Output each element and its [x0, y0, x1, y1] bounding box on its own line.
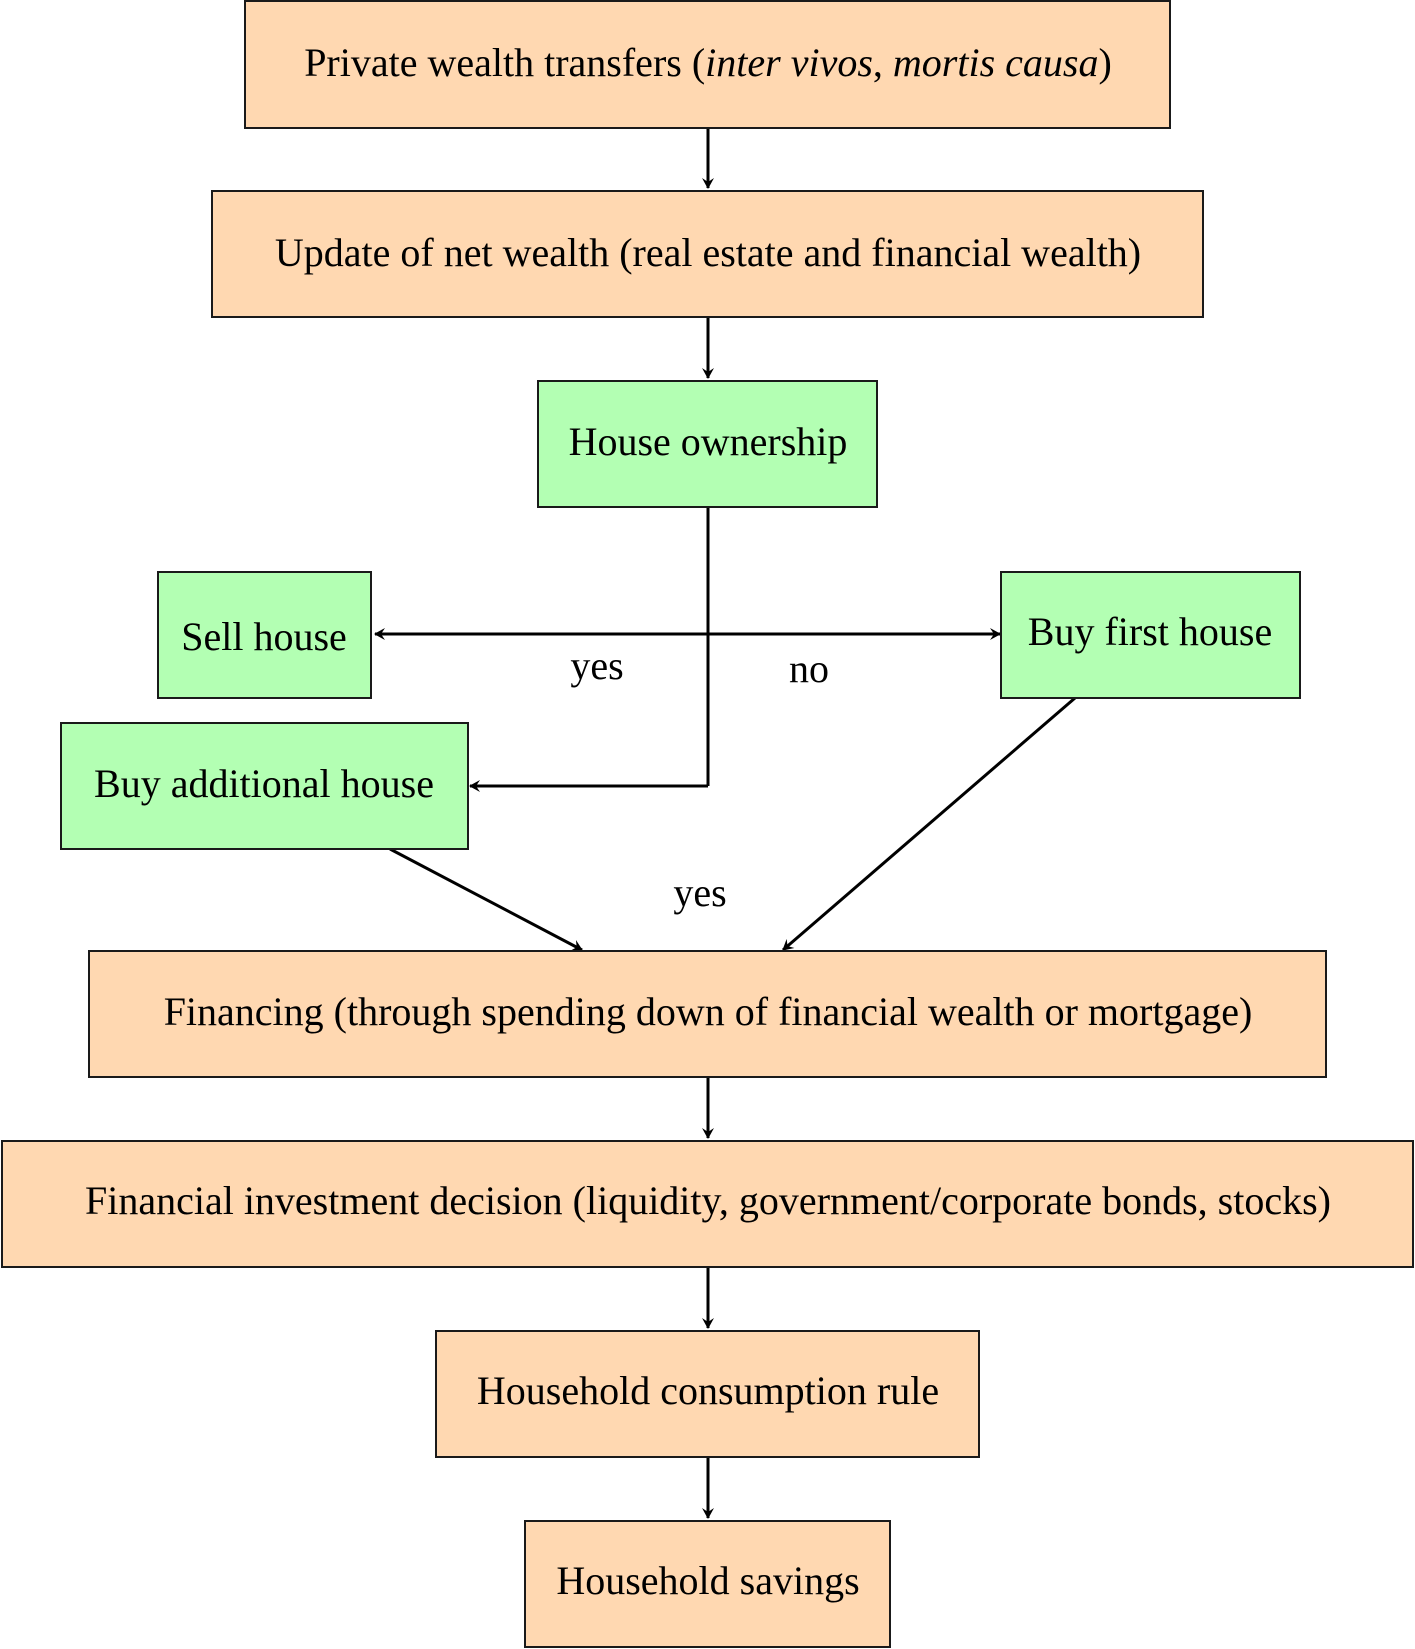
node-sell-house-label: Sell house — [181, 614, 347, 659]
node-financing-label: Financing (through spending down of fina… — [164, 989, 1253, 1034]
node-financing: Financing (through spending down of fina… — [88, 950, 1327, 1078]
edge-label-yes-ownership: yes — [570, 643, 623, 688]
node-private-wealth-transfers-label: Private wealth transfers (inter vivos, m… — [304, 40, 1112, 85]
node-house-ownership: House ownership — [537, 380, 878, 508]
node-house-ownership-label: House ownership — [569, 419, 848, 464]
node-buy-additional-house-label: Buy additional house — [94, 761, 434, 806]
node-private-wealth-transfers: Private wealth transfers (inter vivos, m… — [244, 0, 1171, 129]
node-household-consumption-rule: Household consumption rule — [435, 1330, 980, 1458]
node-financial-investment-decision-label: Financial investment decision (liquidity… — [85, 1178, 1331, 1223]
edge-label-yes-financing: yes — [673, 870, 726, 915]
node-household-savings-label: Household savings — [556, 1558, 859, 1603]
edge-additional-to-financing — [389, 847, 583, 952]
node-financial-investment-decision: Financial investment decision (liquidity… — [1, 1140, 1414, 1268]
node-household-consumption-rule-label: Household consumption rule — [477, 1368, 939, 1413]
node-buy-additional-house: Buy additional house — [60, 722, 469, 850]
node-update-net-wealth: Update of net wealth (real estate and fi… — [211, 190, 1204, 318]
node-household-savings: Household savings — [524, 1520, 891, 1648]
node-buy-first-house: Buy first house — [1000, 571, 1301, 699]
node-sell-house: Sell house — [157, 571, 372, 699]
node-update-net-wealth-label: Update of net wealth (real estate and fi… — [275, 230, 1141, 275]
edge-first-to-financing — [782, 696, 1076, 952]
node-buy-first-house-label: Buy first house — [1028, 609, 1272, 654]
edge-label-no-ownership: no — [789, 646, 829, 691]
